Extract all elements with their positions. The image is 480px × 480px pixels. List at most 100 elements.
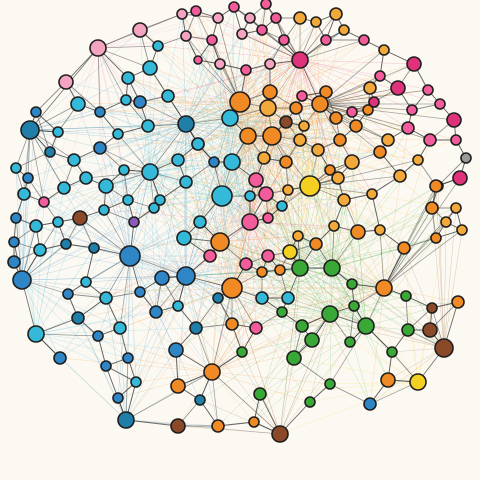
edge [21,279,141,293]
node-blue [94,106,106,118]
node-amber [293,133,307,147]
node-orange [309,237,323,251]
edge [35,111,51,153]
edge [129,255,177,351]
edge [239,39,365,103]
node-cyan [223,153,241,171]
edge [299,39,365,61]
edge [149,171,233,289]
edge [311,287,385,341]
node-cyan [52,126,64,138]
node-orange [397,241,411,255]
edge [231,125,357,163]
edge [99,111,231,119]
edge [149,171,251,197]
node-cyan [191,137,205,151]
edge [195,10,321,105]
edge [21,237,185,281]
edge [153,123,187,209]
edge [299,59,319,151]
edge [309,185,463,231]
edge [35,333,177,351]
edge [167,95,273,137]
edge [149,123,187,173]
edge [241,221,251,353]
node-green [295,319,309,333]
edge [99,147,187,277]
edge [265,193,331,315]
edge [239,101,301,141]
edge [185,275,219,427]
edge [299,125,305,269]
node-orange [349,119,363,133]
node-cyan [161,89,175,103]
edge [97,47,119,135]
edge [405,295,419,383]
edge [267,107,311,187]
edge [309,159,419,187]
node-amber [440,216,452,228]
node-amber [456,224,468,236]
edge [329,287,385,315]
node-cyan [211,185,233,207]
node-orange [225,317,239,331]
node-cyan [112,128,124,140]
edge [139,171,151,293]
edge [185,275,295,359]
edge [239,101,353,163]
edge [139,101,251,223]
edge [159,199,221,243]
edge [231,199,345,289]
edge [231,91,327,163]
node-orange [429,179,443,193]
edge [23,193,37,335]
edge [23,129,31,195]
edge [117,117,231,135]
node-orange [203,363,221,381]
edge [85,171,151,283]
edge [219,63,223,197]
edge [241,33,301,61]
edge [315,243,385,289]
node-blue [176,266,196,286]
edge [129,179,257,257]
edge [211,371,281,435]
edge [247,17,301,137]
edge [229,117,247,265]
edge [211,39,241,103]
node-blue [100,360,112,372]
edge [443,229,463,349]
edge [221,195,345,201]
edge [129,255,213,373]
edge [309,175,401,187]
edge [183,117,231,239]
node-pink [422,84,434,96]
edge [221,195,233,325]
edge [35,333,99,337]
edge [357,231,367,327]
node-cyan [120,94,132,106]
node-pink [193,55,203,65]
edge [231,161,247,265]
node-green [253,387,267,401]
node-cyan [70,96,86,112]
edge [29,29,141,131]
node-green [276,306,288,318]
edge [177,135,249,161]
edge [333,225,367,327]
node-amber [366,188,378,200]
node-cyan [67,153,81,167]
edge [197,143,311,187]
edge [185,123,201,223]
edge [219,241,283,313]
edge [231,287,281,435]
edge [241,33,301,61]
edge [247,39,365,137]
edge [21,279,61,359]
edge [331,139,341,269]
edge [229,117,251,197]
edge [177,275,187,387]
edge [417,307,433,383]
edge [379,229,385,289]
edge [125,371,213,421]
